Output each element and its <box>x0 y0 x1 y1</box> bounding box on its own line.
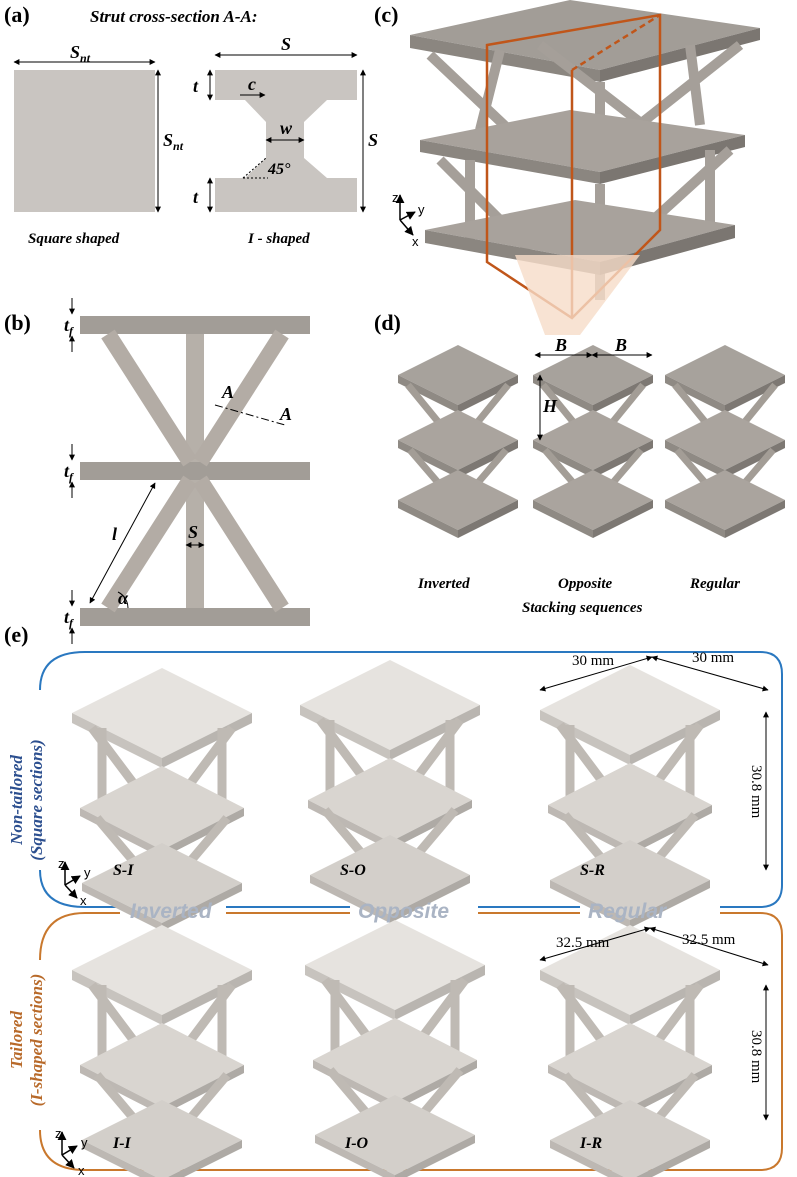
i-w-label: w <box>280 118 293 138</box>
i-c-label: c <box>248 74 256 94</box>
sample-i-r <box>540 925 720 1177</box>
tower-opposite <box>533 345 653 538</box>
panel-label-a: (a) <box>4 2 30 27</box>
s-width-dim-1: 30 mm <box>572 653 614 669</box>
i-section <box>215 70 357 212</box>
cross-section-title: Strut cross-section A-A: <box>90 7 258 26</box>
axis-y-e1: y <box>84 865 91 880</box>
axis-z-e1: z <box>58 856 65 871</box>
square-section <box>14 70 155 212</box>
i-top-flange-label: t <box>193 76 199 96</box>
square-caption: Square shaped <box>28 231 120 247</box>
sample-s-i <box>72 668 252 931</box>
band-regular: Regular <box>588 900 668 923</box>
tower-regular <box>665 345 785 538</box>
strut-size-label: S <box>188 522 198 542</box>
label-i-r: I-R <box>579 1135 603 1152</box>
section-a-label-2: A <box>279 404 292 424</box>
tf-label-1: tf <box>64 315 74 338</box>
i-height-label: S <box>368 130 378 150</box>
band-opposite: Opposite <box>358 900 449 923</box>
b-label-1: B <box>554 335 567 355</box>
label-s-i: S-I <box>113 862 134 879</box>
h-label: H <box>542 396 558 416</box>
i-angle-label: 45° <box>267 161 291 178</box>
i-sections-title: (I-shaped sections) <box>27 974 46 1107</box>
panel-label-c: (c) <box>374 2 398 27</box>
axis-x-e2: x <box>78 1163 85 1177</box>
tf-label-3: tf <box>64 607 74 630</box>
i-height-dim: 30.8 mm <box>748 1030 764 1084</box>
stack-label-opposite: Opposite <box>558 576 613 592</box>
i-bottom-flange-label: t <box>193 187 199 207</box>
i-width-label: S <box>281 34 291 54</box>
tower-inverted <box>398 345 518 538</box>
label-s-r: S-R <box>580 862 605 879</box>
i-width-dim-2: 32.5 mm <box>682 932 736 948</box>
panel-label-e: (e) <box>4 622 28 647</box>
axis-z-c: z <box>392 190 399 205</box>
stack-label-regular: Regular <box>689 576 740 592</box>
strut-length-label: l <box>112 524 117 544</box>
label-i-i: I-I <box>112 1135 132 1152</box>
panel-label-b: (b) <box>4 310 31 335</box>
i-width-dim-1: 32.5 mm <box>556 935 610 951</box>
s-width-dim-2: 30 mm <box>692 650 734 666</box>
stack-label-inverted: Inverted <box>417 576 470 592</box>
b-label-2: B <box>614 335 627 355</box>
stacking-caption: Stacking sequences <box>522 600 643 616</box>
square-height-label: Snt <box>163 130 184 153</box>
square-sections-title: (Square sections) <box>27 739 46 860</box>
panel-label-d: (d) <box>374 310 401 335</box>
tf-label-2: tf <box>64 461 74 484</box>
square-width-label: Snt <box>70 42 91 65</box>
axis-y-e2: y <box>81 1135 88 1150</box>
angle-alpha-label: α <box>118 588 129 608</box>
section-a-label-1: A <box>221 382 234 402</box>
sample-s-r <box>540 665 720 928</box>
i-caption: I - shaped <box>247 231 310 247</box>
axis-z-e2: z <box>55 1126 62 1141</box>
label-s-o: S-O <box>340 862 366 879</box>
sample-i-o <box>305 920 485 1177</box>
axis-y-c: y <box>418 202 425 217</box>
non-tailored-title: Non-tailored <box>7 755 26 846</box>
tailored-title: Tailored <box>7 1011 26 1069</box>
axis-x-c: x <box>412 234 419 249</box>
s-height-dim: 30.8 mm <box>748 765 764 819</box>
sample-s-o <box>300 660 480 923</box>
band-inverted: Inverted <box>130 900 213 923</box>
axis-x-e1: x <box>80 893 87 908</box>
sample-i-i <box>72 925 252 1177</box>
label-i-o: I-O <box>344 1135 369 1152</box>
unit-cell-side-view <box>80 316 310 626</box>
